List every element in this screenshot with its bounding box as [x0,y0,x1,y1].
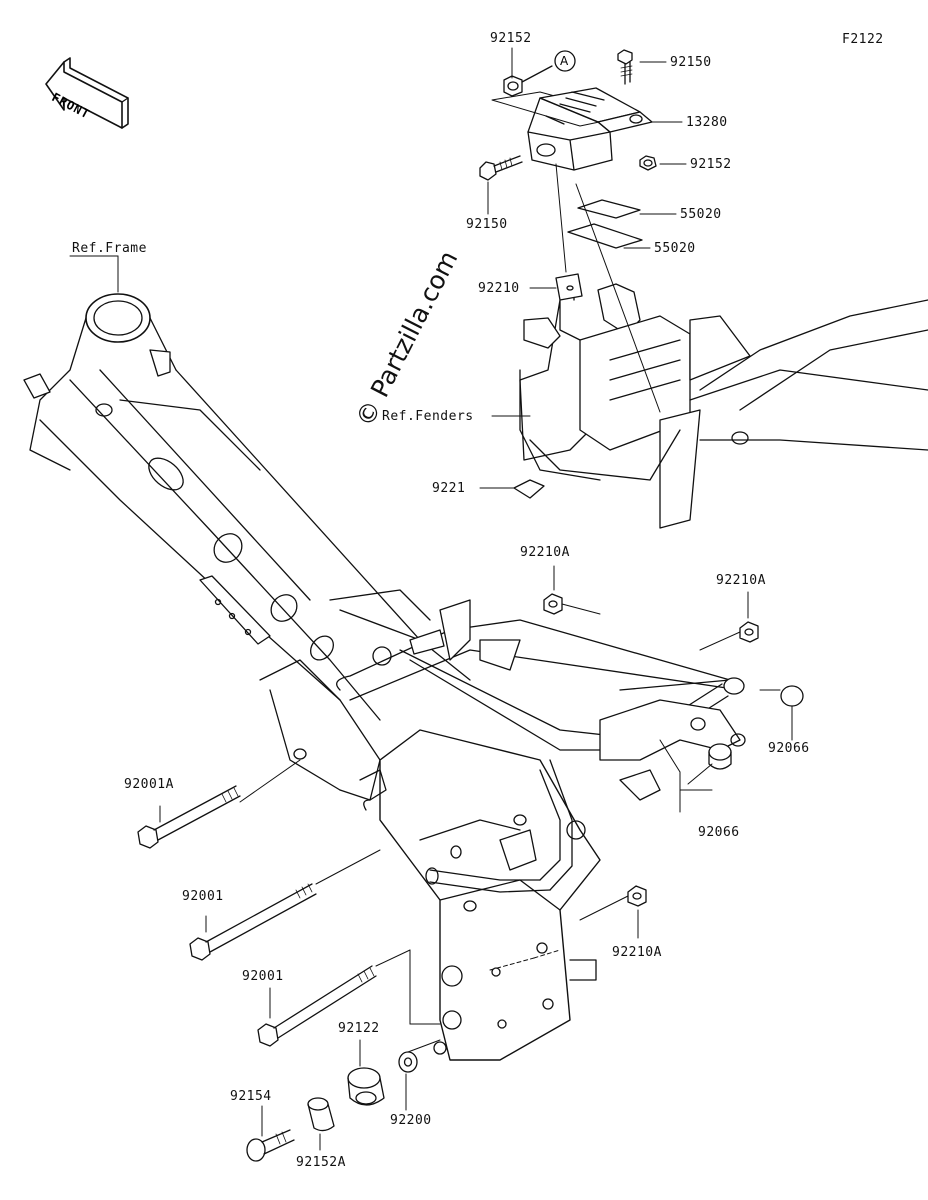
fender-assembly [519,281,928,529]
ref-frame-label: Ref.Frame [72,241,147,256]
clip-9221-lower [513,479,545,499]
front-arrow-icon [45,57,129,129]
clip-92210 [555,273,583,301]
part-label-92150-top: 92150 [670,55,712,70]
pad-55020-lower [567,223,643,249]
callout-letter: A [560,54,569,68]
frame-main [23,293,746,1061]
part-label-13280: 13280 [686,115,728,130]
callout-a-leader [521,65,553,83]
leader-lines [69,47,793,1151]
nut-92210a-2 [739,621,759,643]
bolt-92001-lower [257,965,377,1047]
nut-92210a-1 [543,593,563,615]
bolt-92001a [137,785,241,849]
part-label-92210a-2: 92210A [716,573,766,588]
bolt-92001-upper [189,883,317,961]
ref-fenders-label: Ref.Fenders [382,409,474,424]
cap-92066-lower [708,743,732,770]
figure-code: F2122 [842,32,884,47]
nut-92210a-3 [627,885,647,907]
part-label-92152-top: 92152 [490,31,532,46]
part-label-92001-lower: 92001 [242,969,284,984]
collar-92152a [307,1097,335,1132]
collar-92122 [347,1067,385,1106]
part-label-55020-upper: 55020 [680,207,722,222]
part-label-92150-left: 92150 [466,217,508,232]
nut-92152-b [639,155,657,171]
part-label-92122: 92122 [338,1021,380,1036]
part-label-92210: 92210 [478,281,520,296]
washer-92200 [398,1051,418,1073]
pad-55020-upper [577,199,641,219]
cap-92066-upper [780,685,804,707]
part-label-92200: 92200 [390,1113,432,1128]
part-label-9221-lower: 9221 [432,481,466,496]
nut-92152-a [503,75,523,97]
part-label-92152a: 92152A [296,1155,346,1170]
part-label-92001a: 92001A [124,777,174,792]
bracket-13280 [491,87,653,171]
part-label-55020-lower: 55020 [654,241,696,256]
bolt-92150-top [617,49,633,85]
callout-a-icon [554,50,576,72]
part-label-92152-right: 92152 [690,157,732,172]
part-label-92210a-1: 92210A [520,545,570,560]
part-label-92001-upper: 92001 [182,889,224,904]
part-label-92066-upper: 92066 [768,741,810,756]
bolt-92154 [246,1129,295,1162]
part-label-92210a-3: 92210A [612,945,662,960]
part-label-92154: 92154 [230,1089,272,1104]
bolt-92150-left [479,155,523,181]
part-label-92066-lower: 92066 [698,825,740,840]
